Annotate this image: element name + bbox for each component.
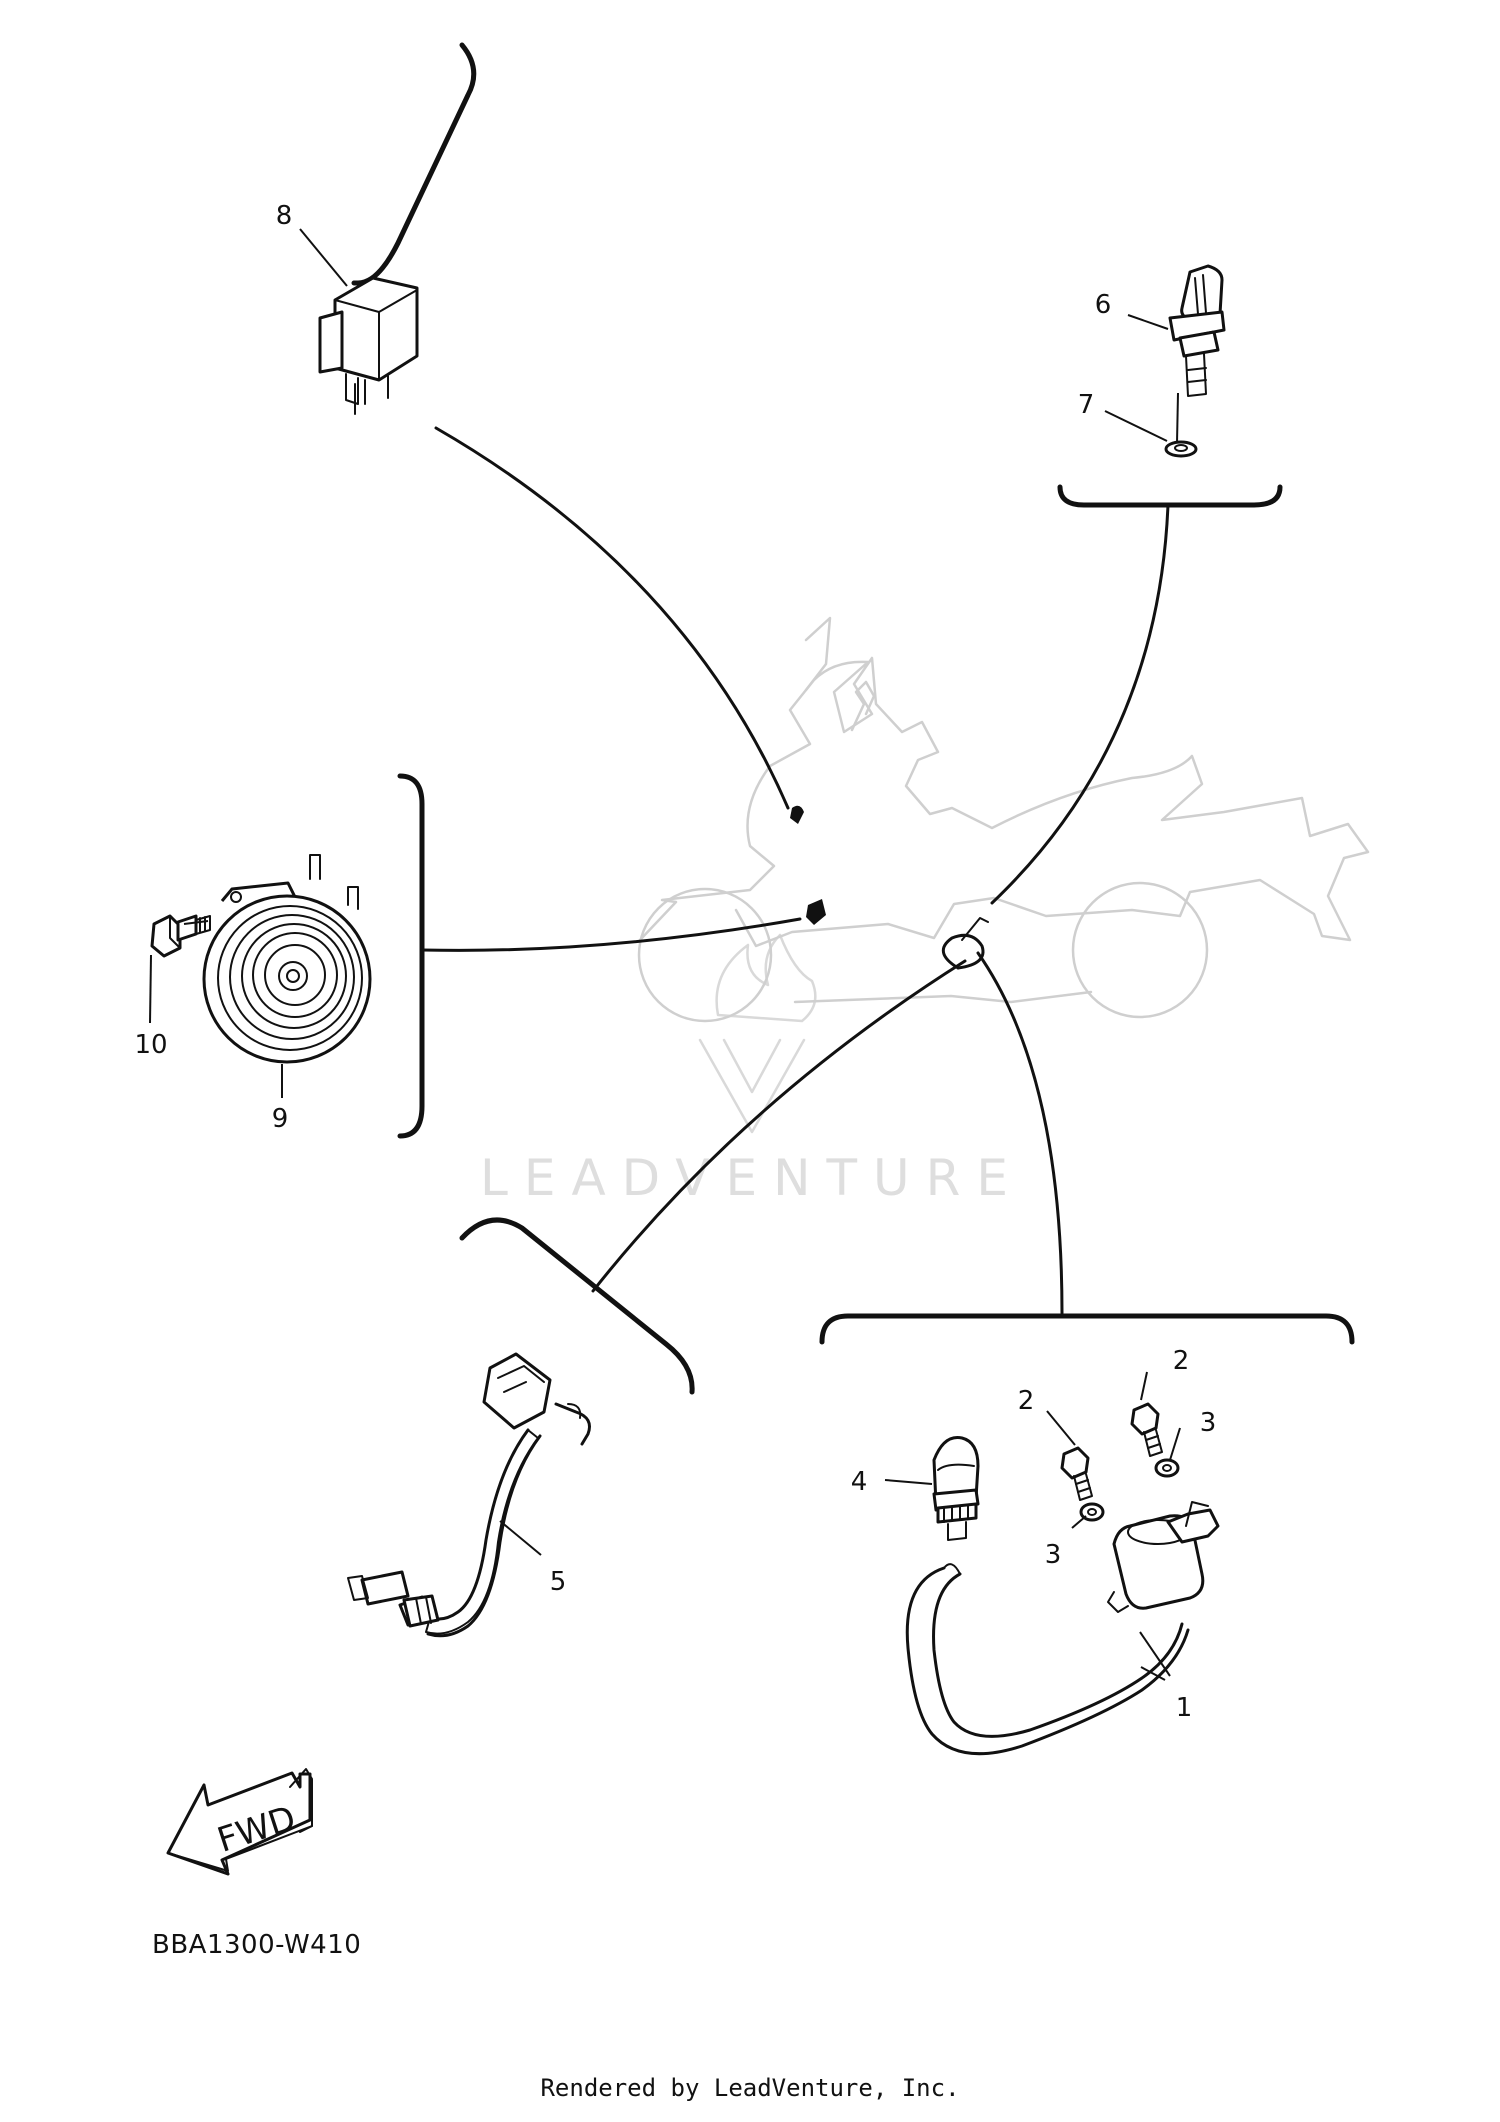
- temperature-sensor-icon: [1168, 264, 1226, 397]
- bracket-relay: [351, 42, 477, 286]
- callout-6: 6: [1095, 290, 1112, 320]
- mount-point-horn: [806, 899, 826, 925]
- mount-points: [790, 805, 989, 970]
- callout-9: 9: [272, 1104, 289, 1134]
- harness-icon: [905, 1501, 1220, 1756]
- bracket-lead: [459, 1217, 695, 1395]
- diagram-code: BBA1300-W410: [152, 1930, 362, 1960]
- callout-8: 8: [276, 201, 293, 231]
- connector-lines: [420, 426, 1170, 1315]
- relay-icon: [318, 276, 419, 415]
- connector-lead: [591, 959, 967, 1293]
- fwd-label: FWD: [213, 1798, 301, 1861]
- bracket-horn: [397, 773, 425, 1139]
- washer-a: [1079, 1502, 1105, 1522]
- connector-relay: [434, 426, 790, 810]
- switch-icon: [932, 1435, 980, 1541]
- bracket-harness: [819, 1313, 1355, 1345]
- connector-sensor: [990, 503, 1170, 905]
- screw-b: [1130, 1402, 1163, 1457]
- screw-icon: [1060, 1402, 1163, 1501]
- callout-2b: 2: [1173, 1346, 1190, 1376]
- bolt-icon: [150, 914, 211, 958]
- washer-b: [1154, 1458, 1180, 1478]
- callout-labels: 8 6 7 10 9 5 4 2 2 3 3 1: [134, 201, 1216, 1723]
- callout-7: 7: [1078, 390, 1095, 420]
- watermark: LEADVENTURE: [480, 933, 1024, 1207]
- leader-lines: [149, 228, 1181, 1681]
- gasket-icon: [1164, 440, 1198, 458]
- washer-icon: [1079, 1458, 1180, 1522]
- callout-3b: 3: [1200, 1408, 1217, 1438]
- fwd-arrow-icon: FWD: [166, 1768, 313, 1876]
- bracket-sensor: [1057, 484, 1283, 508]
- mount-point-relay: [790, 805, 804, 824]
- callout-3a: 3: [1045, 1540, 1062, 1570]
- render-credit: Rendered by LeadVenture, Inc.: [540, 2074, 960, 2102]
- mount-point-sensor: [941, 933, 985, 970]
- callout-4: 4: [851, 1467, 868, 1497]
- sensor-lead-icon: [347, 1352, 591, 1638]
- callout-10: 10: [134, 1030, 167, 1060]
- callout-1: 1: [1176, 1693, 1193, 1723]
- callout-5: 5: [550, 1567, 567, 1597]
- watermark-text: LEADVENTURE: [480, 1149, 1024, 1207]
- screw-a: [1060, 1446, 1093, 1501]
- horn-icon: [202, 854, 372, 1064]
- callout-2a: 2: [1018, 1386, 1035, 1416]
- connector-harness: [976, 951, 1064, 1315]
- connector-horn: [420, 917, 802, 952]
- leadventure-logo-icon: [698, 933, 817, 1134]
